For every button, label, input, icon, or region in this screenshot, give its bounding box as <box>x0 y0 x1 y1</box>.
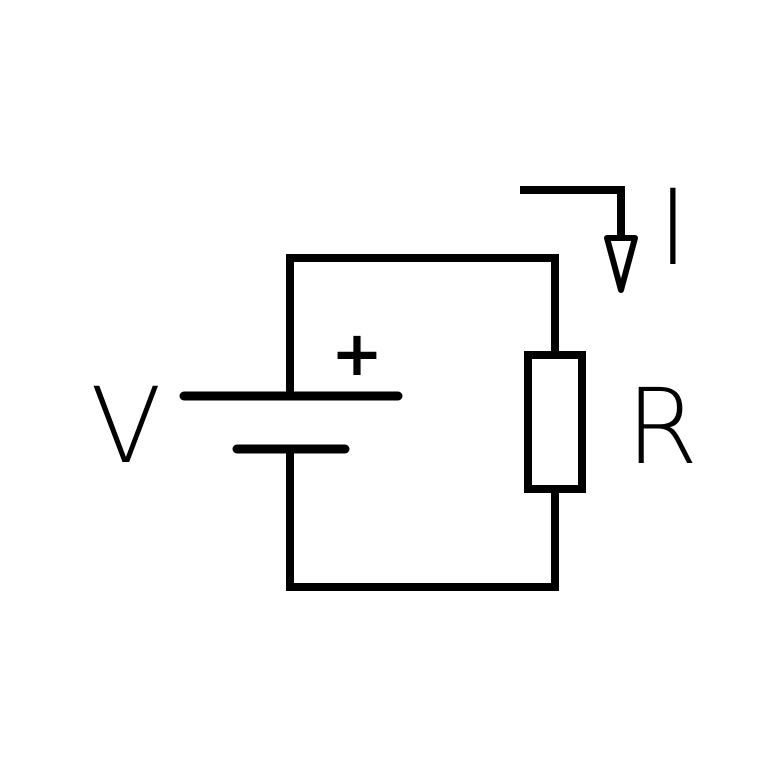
label-current: I <box>658 167 689 289</box>
current-arrow-head <box>604 235 638 293</box>
wire-top <box>286 254 559 393</box>
resistor <box>524 351 586 493</box>
label-voltage: V <box>90 365 161 487</box>
label-resistance: R <box>626 366 698 488</box>
wire-bottom <box>286 449 559 591</box>
current-arrow-line <box>520 186 625 238</box>
label-polarity: + <box>331 317 383 390</box>
